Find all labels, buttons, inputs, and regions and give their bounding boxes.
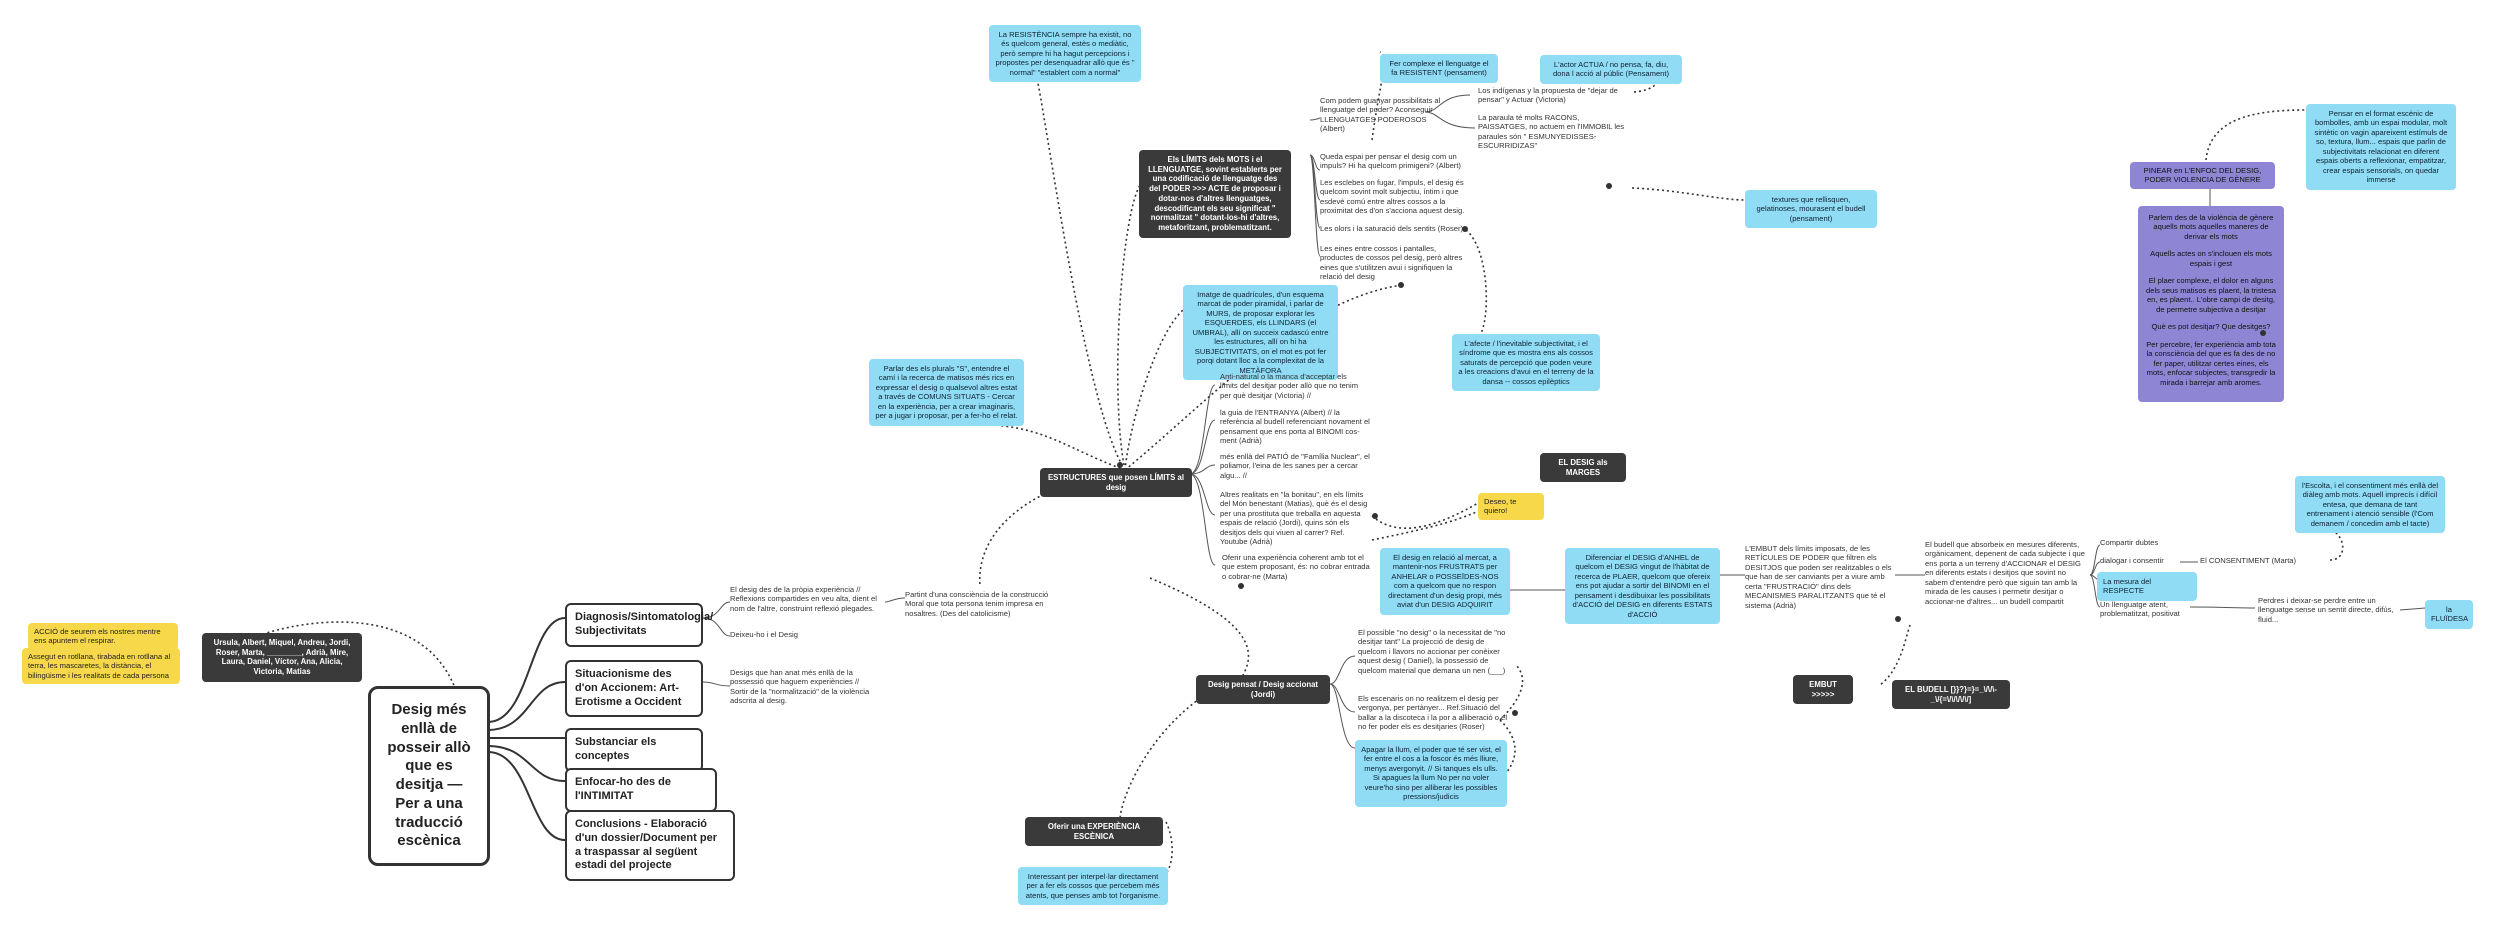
apagar-llum-box[interactable]: Apagar la llum, el poder que té ser vist… bbox=[1355, 740, 1507, 807]
limits-mots-box[interactable]: Els LÍMITS dels MOTS i el LLENGUATGE, so… bbox=[1139, 150, 1291, 238]
text-guia-entranya: la guia de l'ENTRANYA (Albert) // la ref… bbox=[1220, 408, 1370, 446]
text-oferir-experiencia: Oferir una experiència coherent amb tot … bbox=[1222, 553, 1370, 581]
desig-marges-node[interactable]: EL DESIG als MARGES bbox=[1540, 453, 1626, 483]
connector-dot bbox=[2260, 330, 2266, 336]
afecte-box[interactable]: L'afecte / l'inevitable subjectivitat, i… bbox=[1452, 334, 1600, 392]
desig-pensat-node[interactable]: Desig pensat / Desig accionat (Jordi) bbox=[1196, 675, 1330, 705]
text-no-desig: El possible "no desig" o la necessitat d… bbox=[1358, 628, 1506, 675]
estructures-node[interactable]: ESTRUCTURES que posen LÍMITS al desig bbox=[1040, 468, 1192, 498]
text-perdres: Perdres i deixar-se perdre entre un llen… bbox=[2258, 596, 2394, 624]
text-paraula-racons: La paraula té molts RACONS, PAISSATGES, … bbox=[1478, 113, 1625, 151]
text-olors: Les olors i la saturació dels sentits (R… bbox=[1320, 224, 1464, 233]
text-deixeu: Deixeu-ho i el Desig bbox=[730, 630, 798, 639]
text-budell: El budell que absorbeix en mesures difer… bbox=[1925, 540, 2086, 606]
text-dialogar: dialogar i consentir bbox=[2100, 556, 2164, 565]
resistencia-box[interactable]: La RESISTÈNCIA sempre ha existit, no és … bbox=[989, 25, 1141, 83]
diferenciar-desig-box[interactable]: Diferenciar el DESIG d'ANHEL de quelcom … bbox=[1565, 548, 1720, 625]
topic-conclusions[interactable]: Conclusions - Elaboració d'un dossier/Do… bbox=[565, 810, 735, 881]
text-patio: més enllà del PATIÓ de "Família Nuclear"… bbox=[1220, 452, 1370, 480]
connector-dot bbox=[1895, 616, 1901, 622]
mesura-respecte-box[interactable]: La mesura del RESPECTE bbox=[2097, 572, 2197, 601]
oferir-experiencia-node[interactable]: Oferir una EXPERIÈNCIA ESCÈNICA bbox=[1025, 817, 1163, 847]
text-situacionisme: Desigs que han anat més enllà de la poss… bbox=[730, 668, 870, 706]
purple-text-3: El plaer complexe, el dolor en alguns de… bbox=[2146, 276, 2276, 314]
text-queda-espai: Queda espai per pensar el desig com un i… bbox=[1320, 152, 1461, 171]
text-eines: Les eines entre cossos i pantalles, prod… bbox=[1320, 244, 1463, 282]
connector-dot bbox=[1398, 282, 1404, 288]
actor-actua-box[interactable]: L'actor ACTUA / no pensa, fa, diu, dona … bbox=[1540, 55, 1682, 84]
connector-dot bbox=[1512, 710, 1518, 716]
fer-complexe-box[interactable]: Fer complexe el llenguatge el fa RESISTE… bbox=[1380, 54, 1498, 83]
topic-diagnosis[interactable]: Diagnosis/Sintomatologia/ Subjectivitats bbox=[565, 603, 713, 647]
connector-dot bbox=[1372, 513, 1378, 519]
purple-text-1: Parlem des de la violència de gènere aqu… bbox=[2148, 213, 2274, 241]
interpel-box[interactable]: Interessant per interpel·lar directament… bbox=[1018, 867, 1168, 906]
plurals-box[interactable]: Parlar des els plurals "S", entendre el … bbox=[869, 359, 1024, 426]
desig-mercat-box[interactable]: El desig en relació al mercat, a manteni… bbox=[1380, 548, 1510, 615]
quadricules-box[interactable]: Imatge de quadrícules, d'un esquema marc… bbox=[1183, 285, 1338, 381]
violencia-genere-box[interactable]: Parlem des de la violència de gènere aqu… bbox=[2138, 206, 2284, 403]
text-altres-realitats: Altres realitats en "la bonitau", en els… bbox=[1220, 490, 1368, 547]
text-llenguatge-atent: Un llenguatge atent, problematitzat, pos… bbox=[2100, 600, 2180, 619]
text-desig-experiencia: El desig des de la pròpia experiència //… bbox=[730, 585, 877, 613]
connector-dot bbox=[1238, 583, 1244, 589]
participants-box[interactable]: Ursula, Albert, Miquel, Andreu, Jordi, R… bbox=[202, 633, 362, 682]
topic-situacionisme[interactable]: Situacionisme des d'on Accionem: Art-Ero… bbox=[565, 660, 703, 718]
fluidesa-box[interactable]: la FLUÏDESA bbox=[2425, 600, 2473, 629]
textures-box[interactable]: textures que rellisquen, gelatinoses, mo… bbox=[1745, 190, 1877, 229]
topic-substanciar[interactable]: Substanciar els conceptes bbox=[565, 728, 703, 772]
deseo-quiero-note[interactable]: Deseo, te quiero! bbox=[1478, 493, 1544, 520]
text-consentiment: El CONSENTIMENT (Marta) bbox=[2200, 556, 2297, 565]
text-embut: L'EMBUT dels límits imposats, de les RET… bbox=[1745, 544, 1892, 610]
connector-dot bbox=[1462, 226, 1468, 232]
budell-node[interactable]: EL BUDELL [}}?}=}=_\/\/\-_\/{=\/\/\/\/\/… bbox=[1892, 680, 2010, 710]
yellow-note-accio[interactable]: ACCIÓ de seurem els nostres mentre ens a… bbox=[28, 623, 178, 650]
connector-dot bbox=[1117, 462, 1123, 468]
topic-intimitat[interactable]: Enfocar-ho des de l'INTIMITAT bbox=[565, 768, 717, 812]
text-compartir-dubtes: Compartir dubtes bbox=[2100, 538, 2159, 547]
embut-node[interactable]: EMBUT >>>>> bbox=[1793, 675, 1853, 705]
yellow-note-assegut[interactable]: Assegut en rotllana, tirabada en rotllan… bbox=[22, 648, 180, 685]
text-anti-natural: Anti-natural o la manca d'acceptar els l… bbox=[1220, 372, 1359, 400]
purple-text-4: Què es pot desitjar? Que desitges? bbox=[2151, 322, 2271, 332]
connector-dot bbox=[1606, 183, 1612, 189]
text-escenaris: Els escenaris on no realitzem el desig p… bbox=[1358, 694, 1508, 732]
text-com-podem: Com podem guanyar possibilitats al lleng… bbox=[1320, 96, 1441, 134]
text-indigenas: Los indígenas y la propuesta de "dejar d… bbox=[1478, 86, 1618, 105]
central-topic[interactable]: Desig més enllà de posseir allò que es d… bbox=[368, 686, 490, 866]
text-consciencia-moral: Partint d'una consciència de la construc… bbox=[905, 590, 1049, 618]
text-esclebes: Les esclebes on fugar, l'impuls, el desi… bbox=[1320, 178, 1465, 216]
pinear-node[interactable]: PINEAR en L'ENFOC DEL DESIG, PODER VIOLE… bbox=[2130, 162, 2275, 189]
purple-text-5: Per percebre, fer experiència amb tota l… bbox=[2146, 339, 2276, 387]
escolta-box[interactable]: l'Escolta, i el consentiment més enllà d… bbox=[2295, 476, 2445, 534]
format-escenic-box[interactable]: Pensar en el format escènic de bombolles… bbox=[2306, 104, 2456, 190]
purple-text-2: Aquells actes on s'inclouen els mots esp… bbox=[2150, 249, 2272, 268]
